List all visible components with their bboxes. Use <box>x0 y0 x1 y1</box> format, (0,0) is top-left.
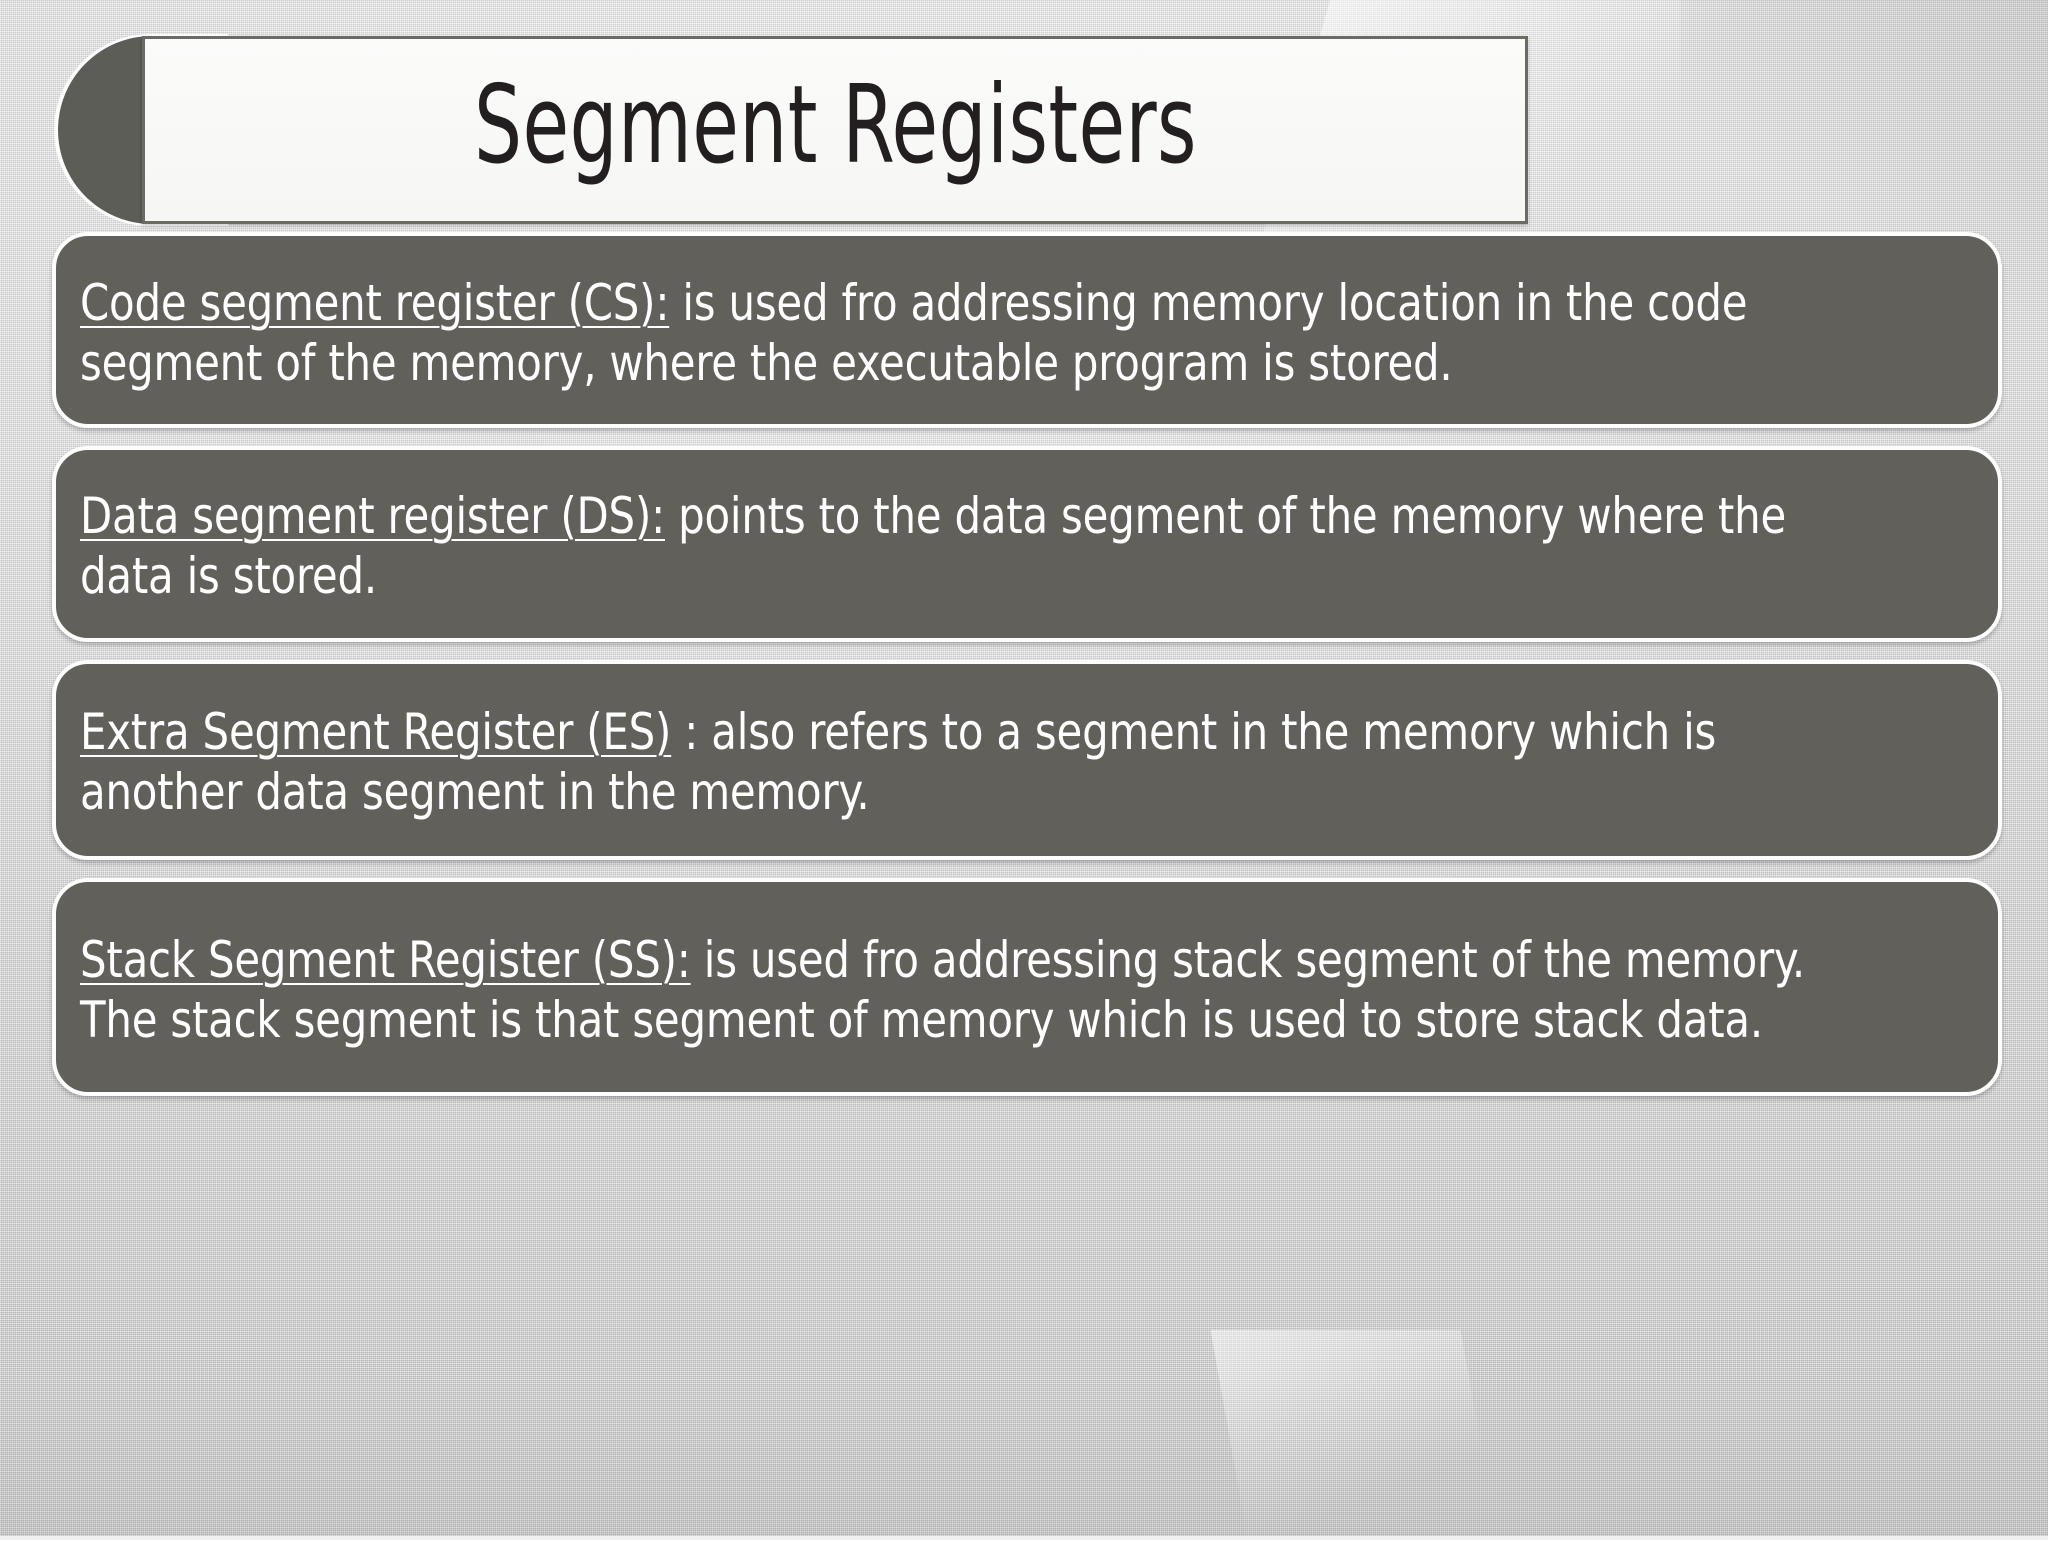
title-box: Segment Registers <box>142 36 1528 224</box>
bullet-text-code-segment-register: Code segment register (CS): is used fro … <box>80 273 1827 393</box>
background-shade-bottom <box>0 1380 2048 1540</box>
bullet-list: Code segment register (CS): is used fro … <box>52 232 2002 1114</box>
slide-title-container: Segment Registers <box>58 36 1528 224</box>
bullet-item-extra-segment-register[interactable]: Extra Segment Register (ES) : also refer… <box>52 660 2002 860</box>
bullet-text-data-segment-register: Data segment register (DS): points to th… <box>80 486 1827 606</box>
background-highlight-bottom-right <box>1210 1330 1500 1550</box>
page-title: Segment Registers <box>473 63 1197 188</box>
bullet-body-stack-segment-register: is used fro addressing stack segment of … <box>80 931 1806 1049</box>
bullet-item-code-segment-register[interactable]: Code segment register (CS): is used fro … <box>52 232 2002 428</box>
bullet-item-data-segment-register[interactable]: Data segment register (DS): points to th… <box>52 446 2002 642</box>
bullet-body-extra-segment-register: : also refers to a segment in the memory… <box>80 703 1717 821</box>
bullet-body-data-segment-register: points to the data segment of the memory… <box>80 487 1787 605</box>
bullet-lead-code-segment-register: Code segment register (CS): <box>80 274 670 332</box>
bullet-body-code-segment-register: is used fro addressing memory location i… <box>80 274 1748 392</box>
bullet-text-stack-segment-register: Stack Segment Register (SS): is used fro… <box>80 930 1827 1050</box>
bullet-lead-stack-segment-register: Stack Segment Register (SS): <box>80 931 691 989</box>
bullet-item-stack-segment-register[interactable]: Stack Segment Register (SS): is used fro… <box>52 878 2002 1096</box>
bullet-lead-extra-segment-register: Extra Segment Register (ES) <box>80 703 672 761</box>
bullet-text-extra-segment-register: Extra Segment Register (ES) : also refer… <box>80 702 1827 822</box>
bullet-lead-data-segment-register: Data segment register (DS): <box>80 487 665 545</box>
